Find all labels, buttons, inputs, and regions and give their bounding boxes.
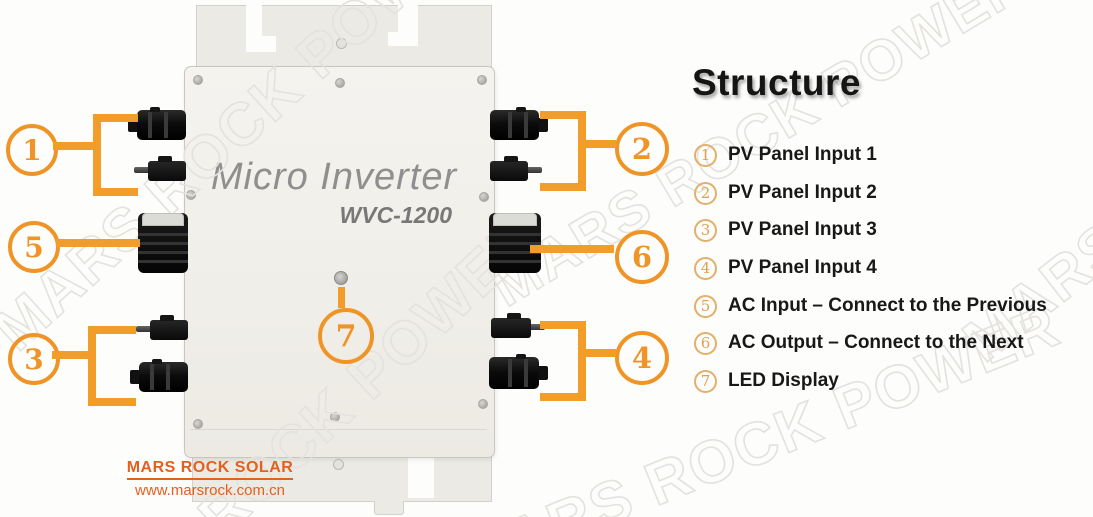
- legend-item-number: 1: [694, 143, 717, 167]
- callout-line: [53, 142, 94, 150]
- mounting-tab: [374, 501, 404, 515]
- mc4-male-connector: [490, 156, 542, 184]
- callout-line: [56, 239, 140, 247]
- screw: [186, 190, 196, 200]
- mc4-male-connector: [491, 313, 545, 340]
- panel-seam: [190, 429, 487, 430]
- ac-input-connector: [138, 213, 188, 273]
- legend-item-label: PV Panel Input 2: [728, 182, 877, 203]
- callout-circle-5: 5: [8, 221, 60, 273]
- screw: [477, 75, 487, 85]
- legend-heading: Structure: [692, 62, 861, 103]
- mc4-male-connector: [134, 156, 186, 184]
- callout-bracket: [540, 111, 586, 191]
- keyhole-slot: [246, 4, 262, 52]
- callout-bracket: [540, 321, 586, 401]
- legend-item-number: 6: [694, 331, 717, 355]
- legend-item: 4 PV Panel Input 4: [694, 255, 877, 281]
- keyhole-slot-foot: [388, 32, 402, 46]
- callout-line: [530, 245, 614, 253]
- legend-item: 1 PV Panel Input 1: [694, 142, 877, 168]
- screw: [335, 78, 345, 88]
- brand-block: MARS ROCK SOLAR www.marsrock.com.cn: [110, 459, 310, 499]
- legend-item: 6 AC Output – Connect to the Next: [694, 330, 1024, 356]
- legend-item-number: 4: [694, 256, 717, 280]
- legend-item: 3 PV Panel Input 3: [694, 217, 877, 243]
- screw: [193, 419, 203, 429]
- legend-item-label: AC Output – Connect to the Next: [728, 332, 1024, 353]
- keyhole-slot-foot: [262, 36, 276, 52]
- ac-output-connector: [489, 213, 541, 273]
- screw: [478, 399, 488, 409]
- callout-bracket: [93, 114, 138, 196]
- device-title: Micro Inverter: [210, 156, 458, 198]
- keyhole-slot: [408, 452, 434, 498]
- mc4-female-connector: [130, 359, 188, 392]
- screw: [193, 75, 203, 85]
- legend-item-label: LED Display: [728, 370, 839, 391]
- callout-circle-3: 3: [8, 333, 60, 385]
- legend-item: 2 PV Panel Input 2: [694, 180, 877, 206]
- callout-line: [338, 287, 345, 308]
- callout-circle-6: 6: [615, 230, 669, 284]
- brand-name: MARS ROCK SOLAR: [126, 459, 294, 480]
- callout-circle-4: 4: [615, 331, 669, 385]
- led-indicator: [334, 271, 348, 285]
- keyhole-slot: [398, 4, 418, 46]
- legend-item-label: PV Panel Input 1: [728, 144, 877, 165]
- mounting-hole: [333, 459, 344, 470]
- callout-bracket: [88, 326, 136, 406]
- device-model: WVC-1200: [339, 202, 452, 228]
- legend-item: 7 LED Display: [694, 368, 839, 394]
- brand-url: www.marsrock.com.cn: [134, 482, 286, 499]
- screw: [330, 412, 340, 422]
- mc4-male-connector: [136, 315, 188, 342]
- callout-circle-7: 7: [318, 308, 374, 364]
- legend-item-number: 3: [694, 218, 717, 242]
- mc4-female-connector: [128, 107, 186, 140]
- callout-line: [52, 351, 90, 359]
- legend-item-number: 7: [694, 369, 717, 393]
- mounting-hole: [336, 38, 347, 49]
- inverter-body: [184, 66, 495, 458]
- legend-item-label: PV Panel Input 4: [728, 257, 877, 278]
- legend-item: 5 AC Input – Connect to the Previous: [694, 293, 1047, 319]
- mounting-plate-top: [196, 5, 492, 70]
- legend-item-label: PV Panel Input 3: [728, 219, 877, 240]
- screw: [479, 192, 489, 202]
- callout-circle-2: 2: [615, 122, 669, 176]
- callout-circle-1: 1: [6, 124, 58, 176]
- callout-line: [578, 140, 616, 148]
- callout-line: [578, 349, 616, 357]
- legend-item-number: 2: [694, 181, 717, 205]
- legend-item-number: 5: [694, 294, 717, 318]
- legend-item-label: AC Input – Connect to the Previous: [728, 295, 1047, 316]
